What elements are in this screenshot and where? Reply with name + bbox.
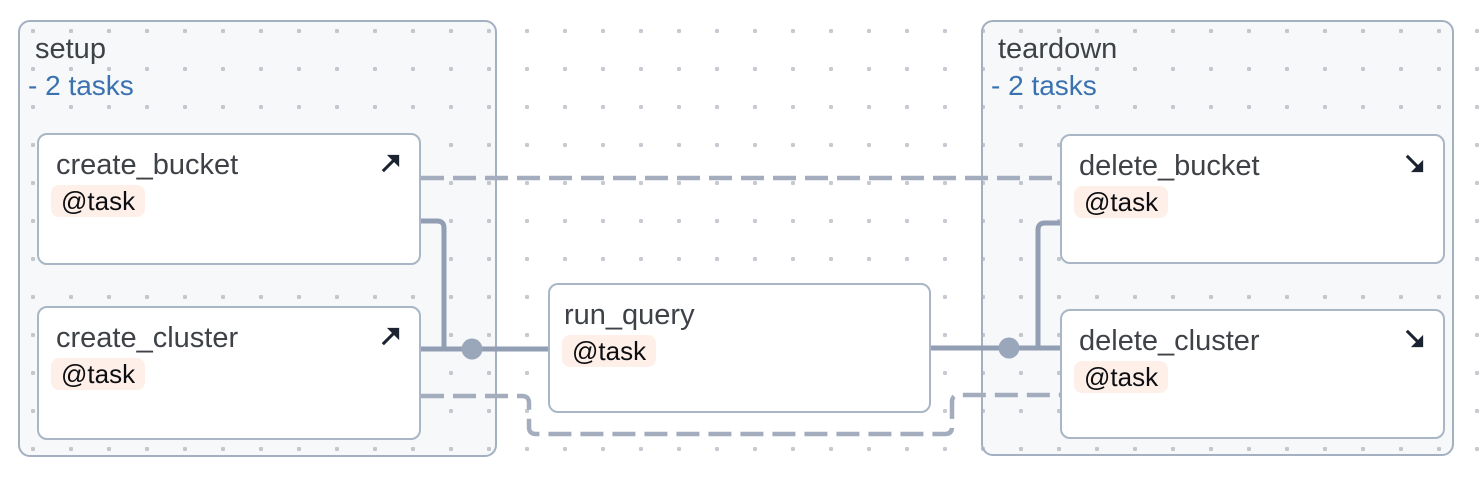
task-label: delete_bucket [1079,150,1260,182]
group-collapse-toggle-teardown[interactable]: - 2 tasks [991,70,1097,101]
group-title-setup: setup [35,33,106,65]
operator-badge: @task [562,335,657,367]
edge-create_cluster-delete_cluster [421,392,1060,437]
task-node-create_cluster[interactable]: create_cluster @task [37,306,421,440]
edge-junction-dot-teardown [998,337,1020,359]
operator-badge: @task [1074,361,1169,393]
task-node-delete_cluster[interactable]: delete_cluster @task [1060,309,1445,439]
task-node-create_bucket[interactable]: create_bucket @task [37,133,421,265]
task-label: run_query [564,299,695,331]
operator-badge: @task [51,185,146,217]
group-title-teardown: teardown [998,33,1118,65]
task-node-delete_bucket[interactable]: delete_bucket @task [1060,134,1445,264]
edge-run_query-delete_bucket [1035,220,1060,348]
edge-junction-dot-setup [461,338,483,360]
operator-badge: @task [51,358,146,390]
arrow-up-right-icon [381,327,400,346]
task-label: create_cluster [56,322,239,354]
task-label: create_bucket [56,149,239,181]
arrow-up-right-icon [381,154,400,173]
arrow-down-right-icon [1405,329,1424,348]
task-node-run_query[interactable]: run_query @task [548,283,931,413]
task-label: delete_cluster [1079,325,1260,357]
edge-create_bucket-run_query [421,218,447,349]
group-collapse-toggle-setup[interactable]: - 2 tasks [28,70,134,101]
arrow-down-right-icon [1405,154,1424,173]
operator-badge: @task [1074,186,1169,218]
